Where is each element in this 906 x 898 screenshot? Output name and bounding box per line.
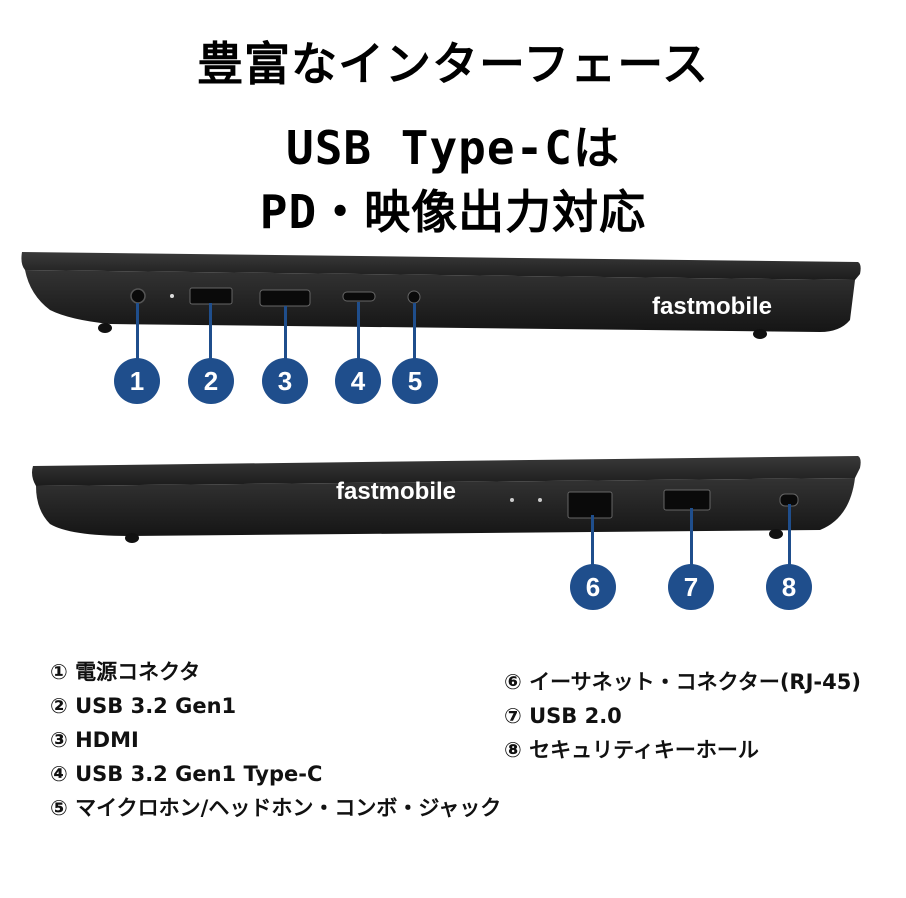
- leader-line-6: [591, 515, 594, 567]
- leader-line-8: [788, 504, 791, 567]
- title-line-3: PD・映像出力対応: [259, 185, 647, 239]
- watermark-left: fastmobile: [652, 293, 773, 320]
- badge-5: 5: [392, 358, 438, 404]
- watermark-right: fastmobile: [336, 478, 457, 505]
- badge-2: 2: [188, 358, 234, 404]
- legend-item: ③ HDMI: [50, 728, 139, 752]
- legend-item: ⑧ セキュリティキーホール: [504, 738, 759, 762]
- legend-item: ② USB 3.2 Gen1: [50, 694, 237, 718]
- leader-line-3: [284, 306, 287, 361]
- title-line-1: 豊富なインターフェース: [197, 37, 709, 91]
- title-line-2: USB Type-Cは: [286, 121, 620, 175]
- leader-line-4: [357, 302, 360, 361]
- badge-6: 6: [570, 564, 616, 610]
- leader-line-2: [209, 303, 212, 361]
- badge-7: 7: [668, 564, 714, 610]
- leader-line-5: [413, 303, 416, 361]
- legend-item: ⑤ マイクロホン/ヘッドホン・コンボ・ジャック: [50, 796, 502, 820]
- leader-line-7: [690, 508, 693, 567]
- laptop-right-side-image: [32, 456, 861, 543]
- leader-line-1: [136, 303, 139, 361]
- legend-item: ① 電源コネクタ: [50, 660, 201, 684]
- badge-3: 3: [262, 358, 308, 404]
- legend-item: ⑦ USB 2.0: [504, 704, 622, 728]
- legend-left: ① 電源コネクタ ② USB 3.2 Gen1 ③ HDMI ④ USB 3.2…: [50, 655, 501, 825]
- legend-item: ⑥ イーサネット・コネクター(RJ-45): [504, 670, 861, 694]
- badge-4: 4: [335, 358, 381, 404]
- legend-item: ④ USB 3.2 Gen1 Type-C: [50, 762, 323, 786]
- badge-1: 1: [114, 358, 160, 404]
- legend-right: ⑥ イーサネット・コネクター(RJ-45) ⑦ USB 2.0 ⑧ セキュリティ…: [504, 665, 861, 767]
- laptop-left-side-image: [21, 252, 861, 339]
- badge-8: 8: [766, 564, 812, 610]
